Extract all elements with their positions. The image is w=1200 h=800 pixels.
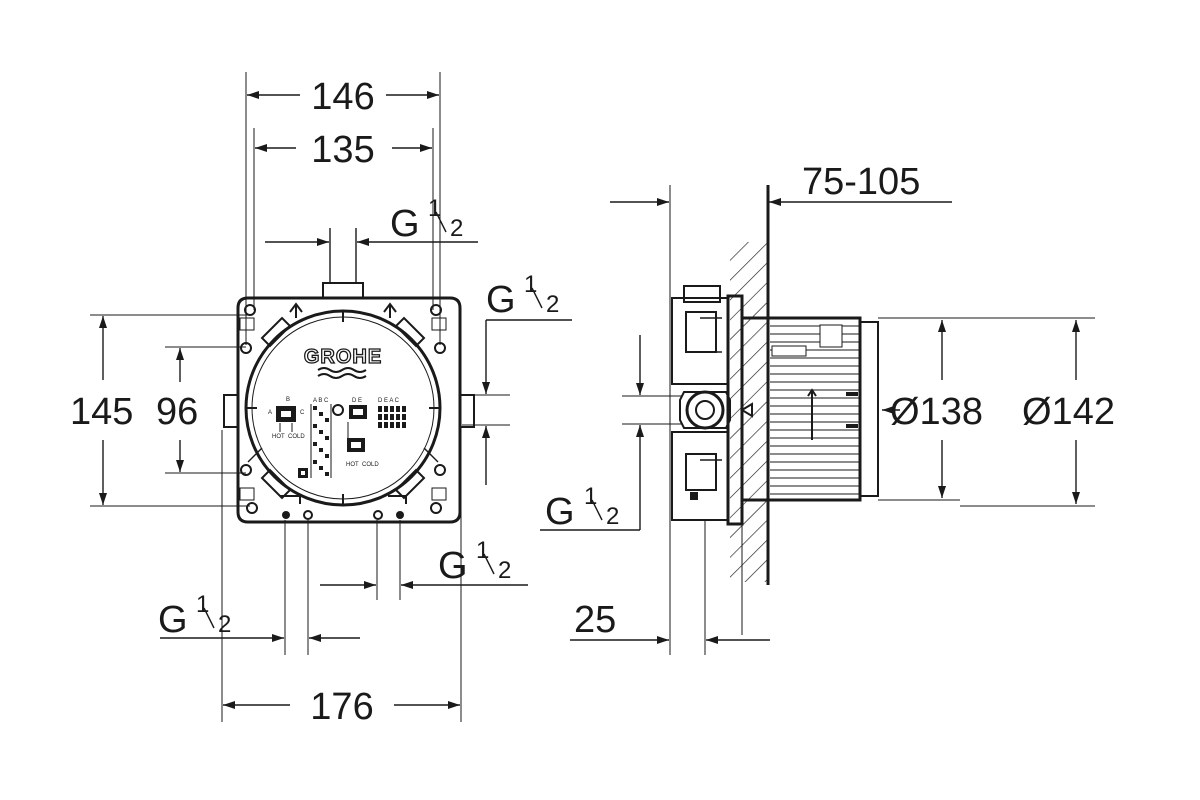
- svg-text:G: G: [158, 599, 188, 641]
- svg-text:2: 2: [546, 291, 559, 318]
- svg-text:A B C: A B C: [313, 398, 329, 404]
- svg-text:145: 145: [70, 391, 133, 433]
- svg-text:75-105: 75-105: [802, 161, 920, 203]
- dim-145: 145: [70, 316, 133, 505]
- svg-text:2: 2: [450, 215, 463, 242]
- brand-logo: GROHE: [304, 346, 382, 368]
- dim-75-105: 75-105: [610, 161, 952, 206]
- svg-text:G: G: [486, 279, 516, 321]
- extension-lines: [90, 72, 510, 722]
- screw-holes: [239, 304, 447, 514]
- svg-text:G: G: [545, 491, 575, 533]
- svg-text:HOT: HOT: [272, 434, 285, 440]
- side-extension-lines: [622, 185, 1095, 655]
- code-grid-2: [378, 406, 408, 428]
- thread-right: G 1 2: [482, 271, 572, 485]
- svg-text:Ø142: Ø142: [1022, 391, 1115, 433]
- dim-d138: Ø138: [882, 320, 983, 498]
- svg-text:HOT: HOT: [346, 462, 359, 468]
- svg-text:D E A C: D E A C: [378, 398, 400, 404]
- diagonal-brackets: [247, 316, 439, 500]
- svg-text:176: 176: [310, 686, 373, 728]
- svg-text:COLD: COLD: [288, 434, 305, 440]
- svg-text:A: A: [268, 410, 272, 416]
- right-lug: [459, 394, 475, 428]
- thread-hatch: [770, 325, 860, 495]
- svg-text:2: 2: [218, 611, 231, 638]
- dim-135: 135: [255, 129, 432, 171]
- front-view: GROHE: [70, 72, 572, 728]
- thread-top: G 1 2: [265, 195, 478, 246]
- thread-bottom-right: G 1 2: [320, 537, 528, 589]
- top-pipe-stub: [322, 282, 364, 299]
- svg-text:B: B: [286, 397, 290, 403]
- dim-25: 25: [570, 599, 770, 644]
- svg-text:G: G: [390, 203, 420, 245]
- code-grid-1: [310, 404, 332, 478]
- logo-waves-icon: [317, 367, 367, 373]
- up-arrow-icon-right: [383, 302, 397, 318]
- svg-text:COLD: COLD: [362, 462, 379, 468]
- port-diagram: B A C HOT COLD A B C: [268, 397, 408, 478]
- svg-text:D E: D E: [352, 398, 362, 404]
- svg-text:G: G: [438, 545, 468, 587]
- wall-section: [730, 242, 768, 582]
- flow-arrow-icon: [807, 388, 817, 440]
- svg-text:Ø138: Ø138: [890, 391, 983, 433]
- mounting-plate: [236, 296, 462, 524]
- svg-text:C: C: [300, 410, 305, 416]
- svg-text:2: 2: [606, 503, 619, 530]
- up-arrow-icon: [289, 302, 303, 318]
- dim-146: 146: [247, 76, 439, 118]
- side-view: 75-105 25 G 1 2 Ø138 Ø142: [540, 161, 1115, 655]
- dim-d142: Ø142: [1022, 320, 1115, 504]
- bottom-outlets: [280, 495, 407, 520]
- svg-text:25: 25: [574, 599, 616, 641]
- thread-side: G 1 2: [540, 335, 644, 533]
- dim-176: 176: [223, 686, 460, 728]
- svg-text:96: 96: [156, 391, 198, 433]
- side-fittings: [671, 285, 731, 521]
- dim-96: 96: [156, 348, 198, 472]
- svg-text:2: 2: [498, 557, 511, 584]
- left-lug: [223, 394, 239, 428]
- svg-text:135: 135: [311, 129, 374, 171]
- thread-bottom-left: G 1 2: [158, 591, 360, 642]
- svg-text:146: 146: [311, 76, 374, 118]
